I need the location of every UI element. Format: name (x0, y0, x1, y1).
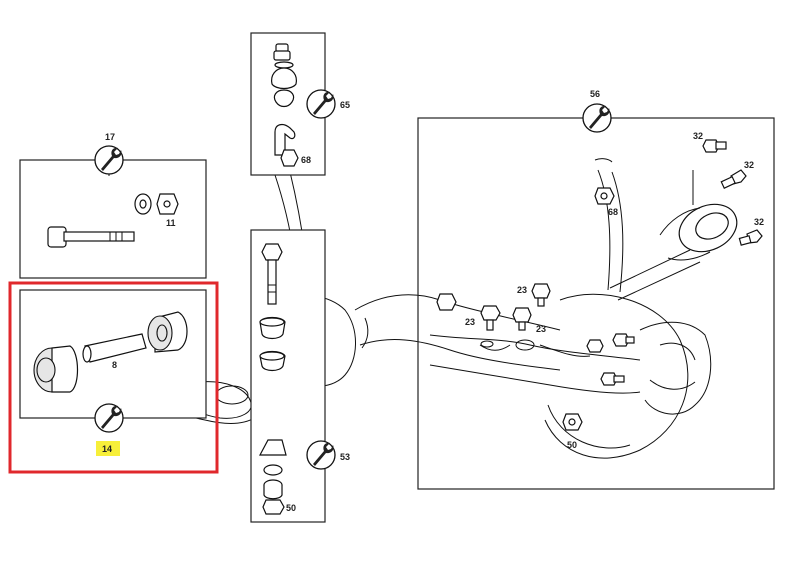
callout-23-b: 23 (517, 285, 527, 295)
long-bolt-53 (261, 243, 283, 305)
callout-68-right: 68 (608, 207, 618, 217)
callout-68: 68 (301, 155, 311, 165)
callout-32-b: 32 (744, 160, 754, 170)
highlight-frame (8, 281, 219, 474)
bolt-32-b (720, 169, 747, 189)
callout-32-a: 32 (693, 131, 703, 141)
bolt-32-a (702, 139, 727, 153)
callout-50: 50 (286, 503, 296, 513)
bushing-lower-53 (259, 350, 286, 372)
bolt-23-c (512, 307, 532, 331)
bolt-small-c (600, 372, 625, 386)
callout-23-c: 23 (536, 324, 546, 334)
callout-53: 53 (340, 452, 350, 462)
cone-mount (259, 439, 287, 500)
nut-68-top (280, 149, 299, 167)
bolt-small-a (586, 339, 604, 353)
bolt-17 (47, 226, 135, 248)
rubber-mount (271, 61, 297, 108)
callout-11: 11 (166, 218, 176, 228)
nut-50-middle (262, 499, 285, 515)
wrench-icon (94, 403, 124, 433)
bolt-32-c (738, 229, 763, 246)
wrench-icon (306, 440, 336, 470)
panel-56: 56 32 32 32 68 (417, 89, 775, 490)
panel-65: 68 65 (250, 32, 350, 176)
panel-14: 8 14 (19, 289, 207, 456)
wrench-icon (582, 103, 612, 133)
wrench-icon (94, 145, 124, 175)
sleeve-8 (82, 333, 147, 363)
bushing-right (147, 311, 188, 353)
panel-53: 50 53 (250, 229, 350, 523)
callout-8: 8 (112, 360, 117, 370)
hub-flange (659, 170, 738, 261)
washer-17 (134, 193, 152, 215)
callout-32-c: 32 (754, 217, 764, 227)
nut-50-right (562, 413, 583, 431)
rubber-cap (273, 43, 291, 61)
callout-14-highlight (96, 441, 120, 456)
link-rod (274, 123, 296, 156)
bolt-23-b (531, 283, 551, 307)
callout-17: 17 (105, 132, 115, 142)
callout-23-a: 23 (465, 317, 475, 327)
panel-17: 11 17 (19, 132, 207, 279)
callout-65: 65 (340, 100, 350, 110)
callout-56: 56 (590, 89, 600, 99)
bushing-left (33, 345, 79, 393)
callout-50-right: 50 (567, 440, 577, 450)
bushing-upper-53 (259, 316, 286, 340)
nut-68-right (594, 187, 615, 205)
bolt-23-a (480, 305, 501, 331)
bolt-small-b (612, 333, 635, 347)
nut-11 (156, 193, 179, 215)
wrench-icon (306, 89, 336, 119)
callout-14: 14 (102, 444, 112, 454)
nut-left-frame (436, 293, 457, 311)
